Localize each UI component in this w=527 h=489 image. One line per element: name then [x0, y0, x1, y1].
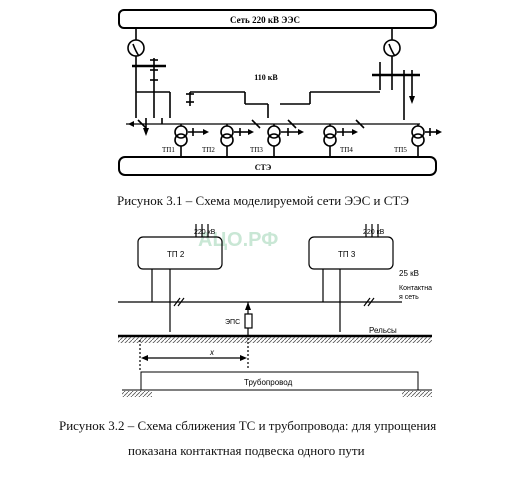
distance-label: x	[209, 348, 215, 357]
eps-label: ЭПС	[225, 319, 240, 326]
watermark: АЦО.РФ	[198, 229, 278, 251]
tp1-transformer	[174, 124, 209, 156]
tp4-transformer	[323, 124, 358, 156]
autotransformer-left-symbol	[127, 39, 145, 57]
tp2-voltage-label: 220 кВ	[194, 229, 216, 236]
eps-resistor	[244, 313, 253, 329]
tp3-label: ТП3	[250, 146, 263, 154]
tp2-transformer	[220, 124, 254, 156]
tp4-label: ТП4	[340, 146, 353, 154]
bus-ste-box	[118, 156, 437, 176]
bus-220kv-label: Сеть 220 кВ ЭЭС	[230, 15, 300, 25]
bus-110kv-label: 110 кВ	[254, 73, 278, 82]
tp1-label: ТП1	[162, 146, 175, 154]
autotransformer-right-symbol	[383, 39, 401, 57]
pipeline-label: Трубопровод	[244, 378, 293, 387]
tp2-box	[137, 236, 223, 270]
figure-3-2: АЦО.РФ ТП 2 220 кВ ТП 3 220 кВ 25 кВ Кон…	[118, 224, 432, 397]
bus-ste-label: СТЭ	[255, 163, 272, 172]
tp2-box-label: ТП 2	[167, 250, 185, 259]
rails-label: Рельсы	[369, 326, 397, 335]
voltage-25kv-label: 25 кВ	[399, 269, 419, 278]
figure-3-1-caption: Рисунок 3.1 – Схема моделируемой сети ЭЭ…	[117, 193, 409, 208]
tp3-box	[308, 236, 394, 270]
tp5-label: ТП5	[394, 146, 407, 154]
tp5-transformer	[411, 124, 442, 156]
tp2-label: ТП2	[202, 146, 215, 154]
tp3-voltage-label: 220 кВ	[363, 229, 385, 236]
catenary-label-line2: я сеть	[399, 294, 419, 301]
bus-220kv-box	[118, 9, 437, 29]
tp3-box-label: ТП 3	[338, 250, 356, 259]
figure-3-2-caption-line1: Рисунок 3.2 – Схема сближения ТС и трубо…	[59, 418, 437, 433]
catenary-label-line1: Контактна	[399, 285, 432, 292]
figure-3-2-caption-line2: показана контактная подвеска одного пути	[128, 443, 365, 458]
tp3-transformer	[267, 124, 304, 156]
figure-3-1: Сеть 220 кВ ЭЭС 110 кВ	[118, 9, 442, 176]
